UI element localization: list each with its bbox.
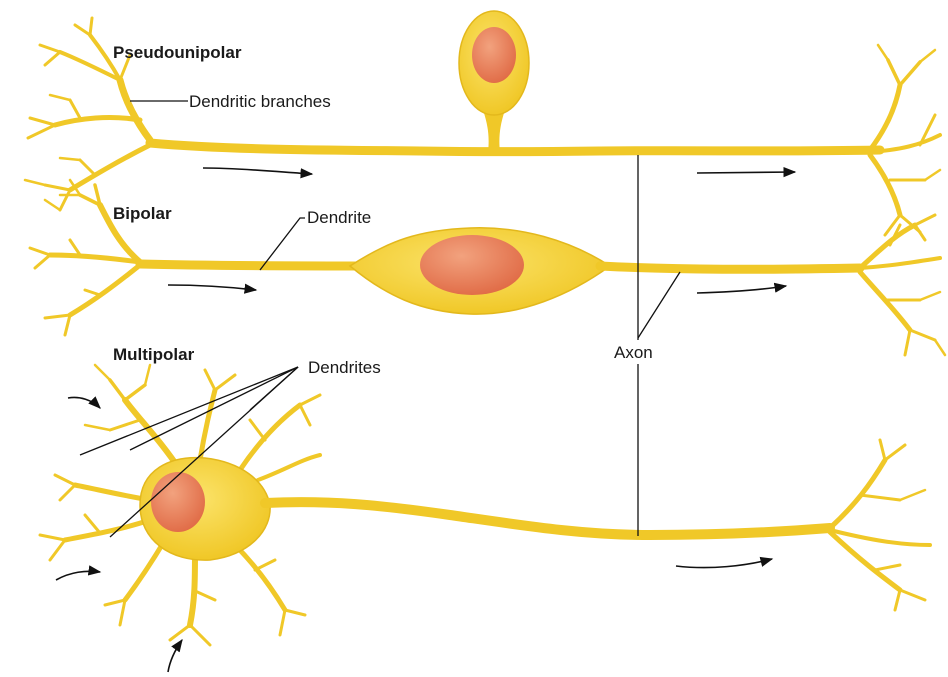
- bipolar-axon: [600, 266, 860, 269]
- multipolar-neuron: [40, 365, 930, 645]
- axon-label: Axon: [614, 343, 653, 362]
- arrow-icon: [68, 397, 100, 408]
- pseudounipolar-right-terminal-tree: [870, 45, 940, 235]
- dendritic-branches-label: Dendritic branches: [189, 92, 331, 111]
- bipolar-nucleus: [420, 235, 524, 295]
- arrow-icon: [697, 286, 786, 293]
- pseudounipolar-axon: [150, 143, 880, 152]
- multipolar-axon: [265, 502, 830, 535]
- multipolar-title: Multipolar: [113, 345, 195, 364]
- arrow-icon: [676, 559, 772, 568]
- arrow-icon: [203, 168, 312, 174]
- bipolar-right-terminal-tree: [860, 215, 945, 355]
- dendrite-label: Dendrite: [307, 208, 371, 227]
- dendrites-label: Dendrites: [308, 358, 381, 377]
- arrow-icon: [56, 571, 100, 580]
- pseudounipolar-title: Pseudounipolar: [113, 43, 242, 62]
- pseudounipolar-nucleus: [472, 27, 516, 83]
- bipolar-title: Bipolar: [113, 204, 172, 223]
- bipolar-dendrite-process: [140, 264, 380, 266]
- arrow-icon: [697, 172, 795, 173]
- pseudounipolar-stalk: [483, 110, 505, 152]
- arrow-icon: [168, 640, 182, 672]
- multipolar-terminal-tree: [830, 440, 930, 610]
- multipolar-nucleus: [151, 472, 205, 532]
- arrow-icon: [168, 285, 256, 290]
